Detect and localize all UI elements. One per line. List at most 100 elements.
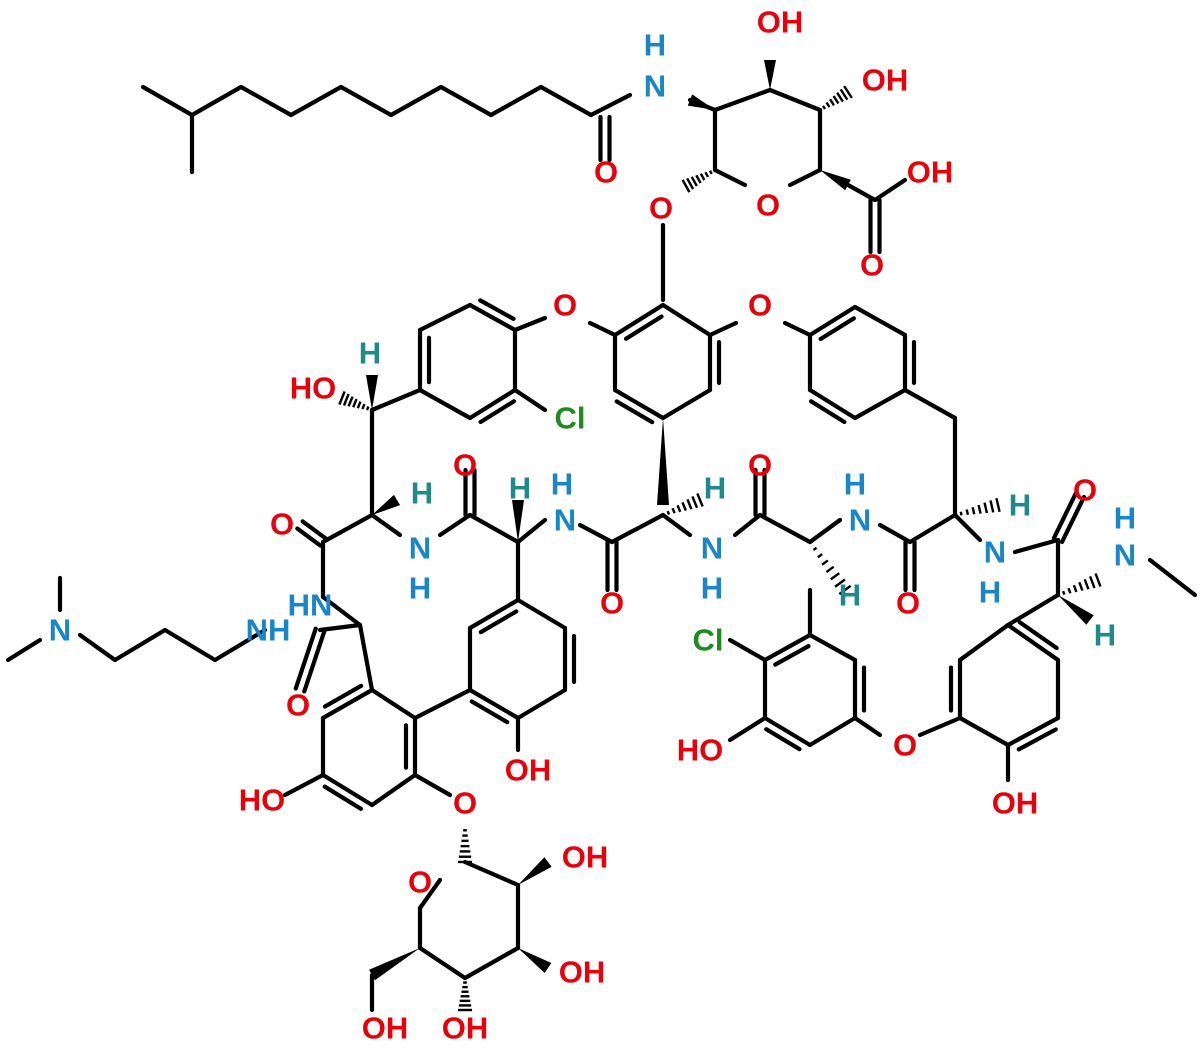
bond — [5, 637, 43, 663]
bond — [732, 512, 763, 538]
bond-layer — [5, 60, 1198, 1013]
hash-bond — [821, 105, 827, 110]
bond — [369, 772, 418, 808]
carbonyl-oxygen-label: O — [748, 448, 772, 483]
hash-bond — [971, 506, 976, 515]
hash-bond — [825, 565, 835, 574]
dimethylamine-nitrogen-label: N — [49, 613, 71, 648]
amide-hydrogen-label: H — [844, 467, 866, 502]
hash-bond — [1061, 590, 1066, 596]
bond — [162, 627, 218, 663]
bond — [412, 772, 453, 798]
hash-bond — [704, 171, 710, 178]
bond — [917, 715, 963, 738]
bond — [467, 597, 521, 631]
hash-bond — [347, 396, 354, 407]
bond — [417, 945, 468, 981]
bond — [467, 302, 518, 333]
bond — [807, 304, 858, 338]
bond — [467, 387, 518, 421]
bond — [417, 302, 473, 333]
amide-nitrogen-label: HN — [288, 588, 333, 623]
bond — [818, 316, 857, 342]
hydroxyl-label: OH — [505, 753, 552, 788]
amide-nitrogen-label: N — [644, 69, 666, 104]
bond — [727, 637, 768, 663]
hash-bond — [1083, 578, 1090, 590]
hash-bond — [830, 572, 840, 581]
glycosidic-oxygen-label: O — [453, 786, 477, 821]
hash-bond — [361, 403, 366, 410]
hydroxyl-label: HO — [239, 783, 286, 818]
hash-bond — [839, 88, 849, 101]
bond — [417, 877, 443, 911]
stereo-hydrogen-label: H — [359, 336, 381, 371]
bond — [764, 727, 802, 752]
bond — [369, 687, 418, 721]
hash-bond — [356, 401, 362, 409]
bond — [787, 167, 823, 188]
bond — [320, 687, 375, 721]
hash-bond — [1089, 575, 1096, 589]
bond — [512, 387, 548, 413]
carbonyl-oxygen-label: O — [270, 507, 294, 542]
bond — [77, 632, 118, 663]
bond — [727, 715, 768, 743]
hash-bond — [695, 174, 702, 184]
carbonyl-oxygen-label: O — [600, 586, 624, 621]
wedge-bond — [820, 170, 851, 191]
wedge-bond — [518, 948, 552, 973]
amine-nitrogen-label: N — [1114, 538, 1136, 573]
bond — [467, 512, 521, 545]
bond — [282, 772, 326, 798]
bond — [412, 687, 473, 721]
bond — [469, 699, 510, 725]
bond — [577, 522, 615, 545]
ether-oxygen-label: O — [553, 288, 577, 323]
bond — [660, 302, 713, 338]
bond — [512, 315, 548, 333]
bond — [369, 387, 423, 413]
stereo-hydrogen-label: H — [704, 471, 726, 506]
hash-bond — [836, 92, 844, 103]
hash-bond — [338, 391, 346, 405]
bond — [369, 512, 403, 538]
hash-bond — [681, 179, 691, 193]
hash-bond — [977, 504, 982, 514]
bond — [902, 387, 958, 421]
hash-bond — [666, 510, 671, 516]
bond — [807, 715, 858, 748]
bond — [612, 387, 666, 421]
amide-nitrogen-label: NH — [246, 613, 291, 648]
carbonyl-oxygen-label: O — [1073, 473, 1097, 508]
hash-bond — [821, 559, 829, 566]
amide-hydrogen-label: H — [409, 571, 431, 606]
amide-hydrogen-label: H — [701, 571, 723, 606]
wedge-bond — [366, 375, 378, 410]
bond — [515, 687, 568, 721]
hash-bond — [1067, 587, 1072, 594]
carbonyl-oxygen-label: O — [453, 448, 477, 483]
hash-bond — [995, 497, 1001, 513]
bond — [1012, 537, 1061, 555]
bond — [712, 87, 773, 113]
wedge-bond — [372, 494, 401, 515]
chlorine-label: Cl — [555, 401, 586, 436]
bond — [320, 772, 375, 808]
carboxyl-oxygen-label: O — [860, 248, 884, 283]
hydroxyl-label: HO — [290, 371, 337, 406]
hash-bond — [699, 173, 706, 181]
bond — [1005, 715, 1061, 748]
wedge-bond — [764, 60, 776, 90]
bond — [295, 526, 323, 548]
hydroxyl-label: OH — [559, 955, 606, 990]
amide-hydrogen-label: H — [644, 28, 666, 63]
hash-bond — [696, 493, 704, 507]
hash-bond — [676, 504, 682, 513]
bond — [478, 298, 516, 321]
bond — [767, 87, 823, 113]
bond — [845, 182, 878, 203]
amide-nitrogen-label: N — [849, 503, 871, 538]
glycosidic-oxygen-label: O — [649, 191, 673, 226]
